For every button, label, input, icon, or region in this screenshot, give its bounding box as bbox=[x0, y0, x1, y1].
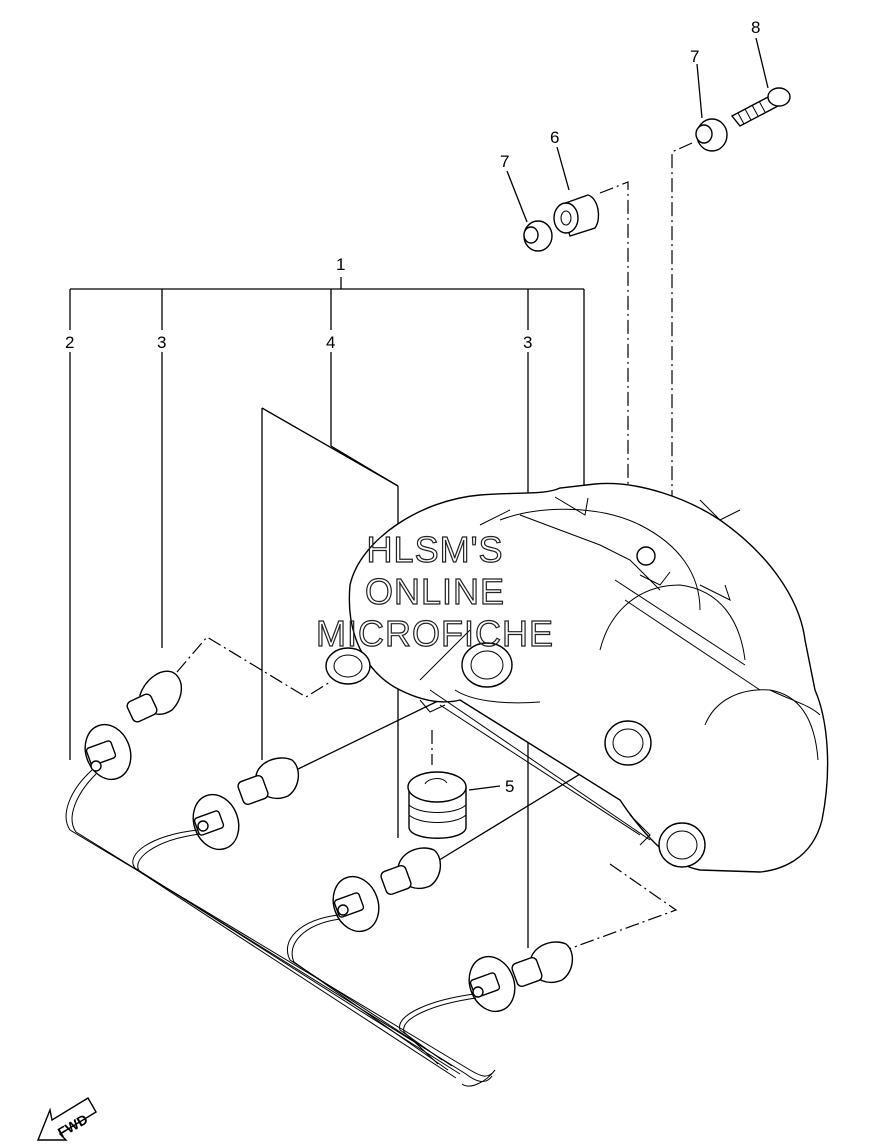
socket-1 bbox=[84, 723, 132, 781]
housing-sockets bbox=[325, 546, 706, 868]
washer-part-7-right bbox=[695, 118, 728, 152]
bulb-part-4 bbox=[237, 757, 299, 806]
damper-part-5 bbox=[407, 771, 467, 839]
grommet-part-6 bbox=[553, 194, 600, 237]
callout-3-left: 3 bbox=[157, 333, 166, 352]
fwd-arrow-icon: FWD bbox=[36, 1097, 97, 1141]
callout-5: 5 bbox=[505, 777, 514, 796]
socket-4 bbox=[468, 955, 516, 1013]
callout-6: 6 bbox=[550, 128, 559, 147]
bulb-part-3-right bbox=[511, 941, 573, 988]
callout-7-left: 7 bbox=[500, 152, 509, 171]
wire-harness bbox=[65, 769, 496, 1087]
headlight-assembly bbox=[348, 482, 829, 873]
callout-3-right: 3 bbox=[523, 333, 532, 352]
bulb-part-3-left bbox=[126, 670, 183, 723]
watermark-line-1: HLSM'S bbox=[367, 529, 504, 570]
callout-2: 2 bbox=[65, 333, 74, 352]
callout-1: 1 bbox=[336, 255, 345, 274]
socket-3 bbox=[332, 875, 380, 933]
bolt-part-8 bbox=[730, 87, 791, 127]
bulb-part-3-middle bbox=[380, 847, 441, 896]
socket-2 bbox=[192, 793, 240, 851]
callout-labels: 1 2 3 4 3 5 6 7 7 8 bbox=[65, 18, 760, 796]
watermark: HLSM'S ONLINE MICROFICHE bbox=[315, 528, 554, 654]
callout-8: 8 bbox=[751, 18, 760, 37]
callout-4: 4 bbox=[326, 333, 335, 352]
callout-7-right: 7 bbox=[690, 47, 699, 66]
washer-part-7-left bbox=[523, 220, 553, 252]
watermark-line-2: ONLINE bbox=[365, 571, 505, 612]
watermark-line-3: MICROFICHE bbox=[316, 613, 554, 654]
